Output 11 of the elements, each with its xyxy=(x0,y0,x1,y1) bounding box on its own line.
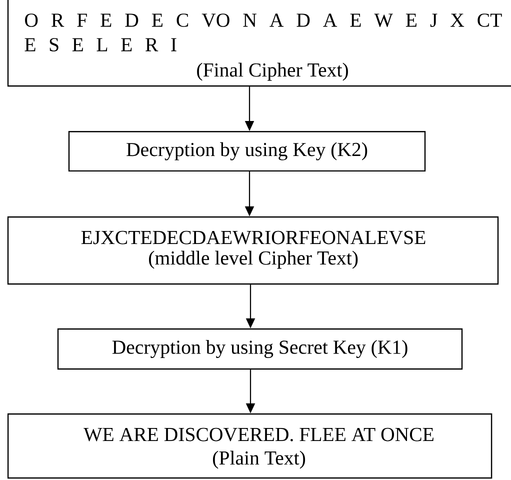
description-text: (middle level Cipher Text) xyxy=(149,250,358,269)
description-text: (Final Cipher Text) xyxy=(197,62,348,81)
process-box: Decryption by using Key (K2) xyxy=(68,131,426,172)
message-text: EJXCTEDECDAEWRIORFEONALEVSE xyxy=(81,230,426,244)
message-text: O R F E D E C VO N A D A E W E J X CT E S E L E R I xyxy=(24,14,502,52)
text-box xyxy=(7,413,492,479)
text-box xyxy=(7,216,499,285)
process-box: Decryption by using Secret Key (K1) xyxy=(57,328,463,370)
message-text: WE ARE DISCOVERED. FLEE AT ONCE xyxy=(84,428,434,442)
description-text: (Plain Text) xyxy=(213,450,306,469)
text-box xyxy=(7,0,511,87)
